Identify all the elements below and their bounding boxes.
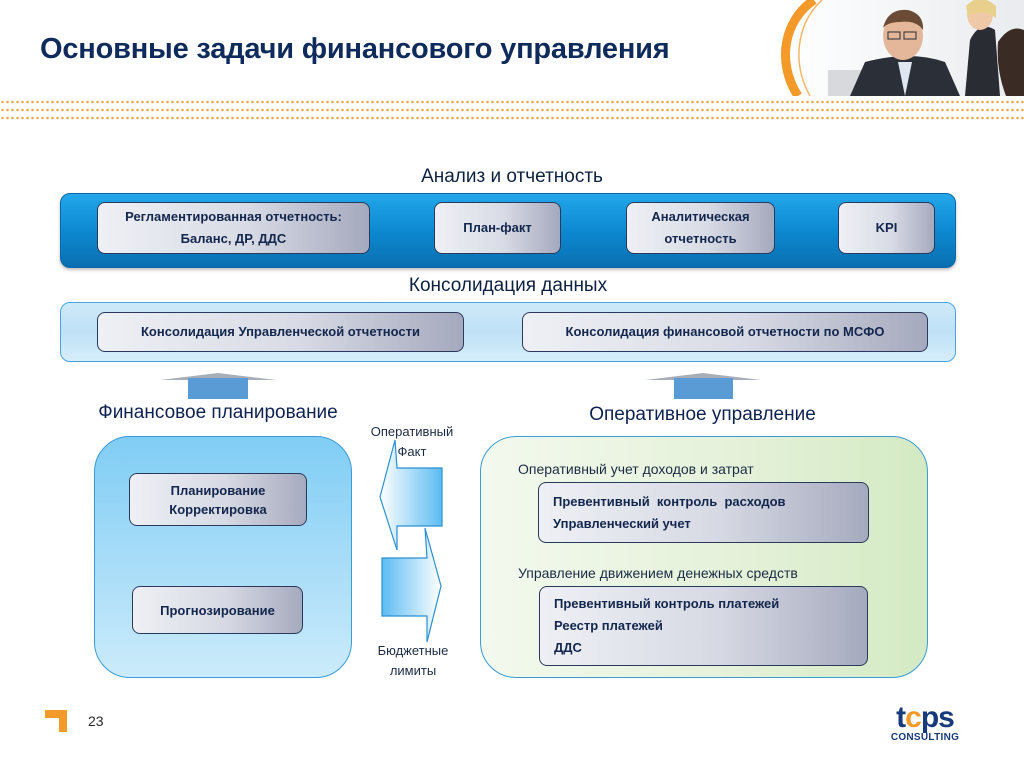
operations-group2-box: Превентивный контроль платежей Реестр пл… — [539, 586, 868, 666]
analysis-item-line: отчетность — [664, 231, 737, 246]
planning-box-line: Корректировка — [169, 501, 267, 517]
budget-limits-label-line2: лимиты — [389, 663, 437, 678]
logo-letter: t — [896, 701, 906, 734]
budget-limits-arrow — [381, 527, 442, 643]
operations-group1-line: Превентивный контроль расходов — [553, 493, 786, 509]
analysis-item-regulated-reporting: Регламентированная отчетность: Баланс, Д… — [97, 202, 370, 254]
analysis-item-line: KPI — [875, 220, 898, 235]
planning-box-line: Планирование — [170, 482, 266, 498]
consolidation-item-ifrs: Консолидация финансовой отчетности по МС… — [522, 312, 928, 352]
operations-group1-line: Управленческий учет — [553, 515, 691, 531]
analysis-item-line: Баланс, ДР, ДДС — [180, 231, 287, 246]
slide-title: Основные задачи финансового управления — [40, 33, 670, 65]
logo-letters: ps — [920, 701, 955, 734]
budget-limits-label: Бюджетные лимиты — [363, 641, 463, 681]
analysis-item-analytical-reporting: Аналитическая отчетность — [626, 202, 775, 254]
analysis-item-kpi: KPI — [838, 202, 935, 254]
planning-box-line: Прогнозирование — [160, 602, 275, 618]
operational-fact-label-line1: Оперативный — [370, 424, 454, 439]
planning-section-label: Финансовое планирование — [98, 402, 338, 423]
operational-fact-label-line2: Факт — [397, 444, 427, 459]
people-photo-illustration — [779, 0, 1024, 96]
tops-consulting-logo: tcps CONSULTING — [870, 701, 980, 744]
decorative-dot-band — [0, 98, 1024, 124]
logo-wordmark: tcps — [870, 701, 980, 734]
page-corner-icon — [45, 710, 67, 732]
analysis-item-line: Регламентированная отчетность: — [125, 209, 342, 224]
operations-section-label: Оперативное управление — [589, 404, 816, 425]
logo-subtitle: CONSULTING — [890, 732, 960, 743]
operational-fact-label: Оперативный Факт — [362, 422, 462, 462]
analysis-item-line: План-факт — [463, 220, 532, 235]
operations-group2-line: ДДС — [554, 640, 582, 655]
consolidation-item-text: Консолидация финансовой отчетности по МС… — [565, 324, 885, 339]
header-photo — [770, 0, 1024, 96]
operations-group1-label: Оперативный учет доходов и затрат — [518, 461, 754, 477]
operations-group2-line: Превентивный контроль платежей — [554, 596, 780, 611]
operations-group2-line: Реестр платежей — [554, 618, 663, 633]
analysis-item-line: Аналитическая — [651, 209, 750, 224]
operations-group2-label: Управление движением денежных средств — [518, 565, 798, 581]
consolidation-section-label: Консолидация данных — [408, 275, 608, 296]
budget-limits-label-line1: Бюджетные — [377, 643, 449, 658]
planning-box-forecasting: Прогнозирование — [132, 586, 303, 634]
consolidation-item-management: Консолидация Управленческой отчетности — [97, 312, 464, 352]
analysis-item-plan-fact: План-факт — [434, 202, 561, 254]
consolidation-item-text: Консолидация Управленческой отчетности — [141, 324, 420, 339]
operations-group1-box: Превентивный контроль расходов Управленч… — [538, 482, 869, 543]
logo-letter-accent: c — [905, 701, 922, 734]
up-arrow-operations — [645, 373, 761, 399]
page-number: 23 — [88, 713, 104, 729]
up-arrow-planning — [160, 373, 276, 399]
planning-box-planning-adjustment: Планирование Корректировка — [129, 473, 307, 526]
analysis-section-label: Анализ и отчетность — [421, 166, 603, 187]
